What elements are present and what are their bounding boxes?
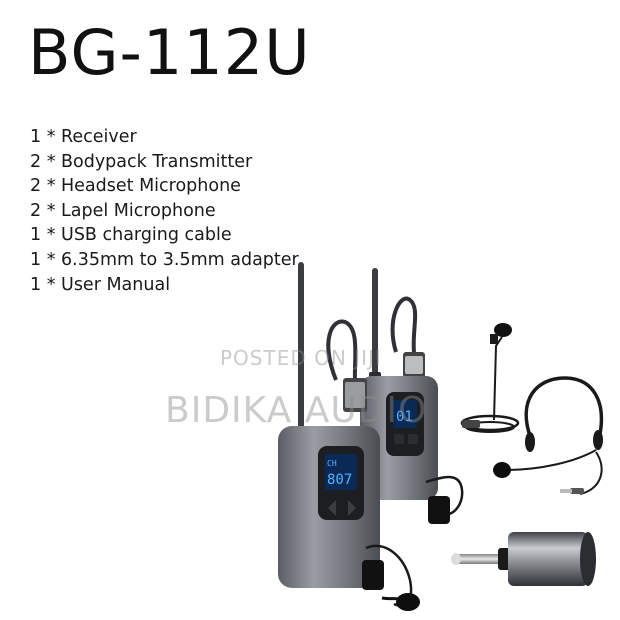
audio-adapter — [451, 532, 596, 586]
contents-item: 1 * User Manual — [30, 274, 171, 295]
lapel-microphone — [460, 323, 520, 433]
page-title: BG-112U — [28, 16, 311, 89]
headset-microphone — [493, 376, 604, 495]
package-contents-list: 1 * Receiver 2 * Bodypack Transmitter 2 … — [30, 125, 299, 297]
contents-item: 1 * 6.35mm to 3.5mm adapter — [30, 249, 299, 270]
watermark-posted: POSTED ON JIJI — [220, 346, 382, 370]
contents-item: 1 * Receiver — [30, 127, 137, 147]
contents-item: 2 * Lapel Microphone — [30, 200, 216, 221]
back-display-readout: 01 — [396, 409, 413, 425]
contents-item: 2 * Headset Microphone — [30, 176, 241, 197]
contents-item: 2 * Bodypack Transmitter — [30, 151, 253, 172]
watermark-brand: BIDIKA AUDIO — [165, 390, 428, 431]
front-display-label: CH — [327, 459, 337, 468]
contents-item: 1 * USB charging cable — [30, 225, 232, 246]
front-display-readout: 807 — [327, 472, 352, 488]
front-transmitter: CH 807 — [278, 262, 420, 611]
